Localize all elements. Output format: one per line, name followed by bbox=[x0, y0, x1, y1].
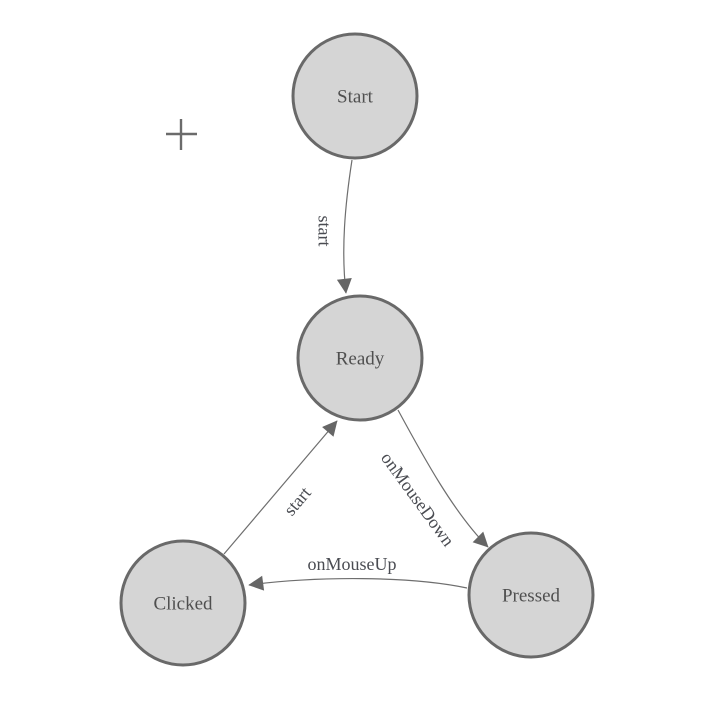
edge-label-pressed-clicked: onMouseUp bbox=[308, 554, 397, 574]
node-ready[interactable]: Ready bbox=[296, 294, 424, 422]
edge-label-start-ready: start bbox=[315, 216, 335, 247]
crosshair-plus-icon bbox=[166, 119, 197, 150]
edge-label-ready-pressed: onMouseDown bbox=[377, 448, 458, 550]
node-pressed-label: Pressed bbox=[502, 586, 561, 607]
node-pressed-circle[interactable] bbox=[467, 531, 595, 659]
edge-label-clicked-ready: start bbox=[280, 483, 315, 520]
node-ready-label: Ready bbox=[336, 349, 385, 370]
node-start[interactable]: Start bbox=[291, 32, 419, 160]
edge-start-ready[interactable] bbox=[336, 159, 353, 294]
node-clicked-circle[interactable] bbox=[119, 539, 247, 667]
node-start-label: Start bbox=[337, 87, 374, 108]
node-clicked[interactable]: Clicked bbox=[119, 539, 247, 667]
node-pressed[interactable]: Pressed bbox=[467, 531, 595, 659]
node-start-circle[interactable] bbox=[291, 32, 419, 160]
node-clicked-label: Clicked bbox=[153, 594, 213, 615]
edge-clicked-ready[interactable] bbox=[223, 420, 338, 555]
edge-ready-pressed[interactable] bbox=[397, 409, 489, 548]
edge-pressed-clicked[interactable] bbox=[248, 575, 468, 591]
node-ready-circle[interactable] bbox=[296, 294, 424, 422]
